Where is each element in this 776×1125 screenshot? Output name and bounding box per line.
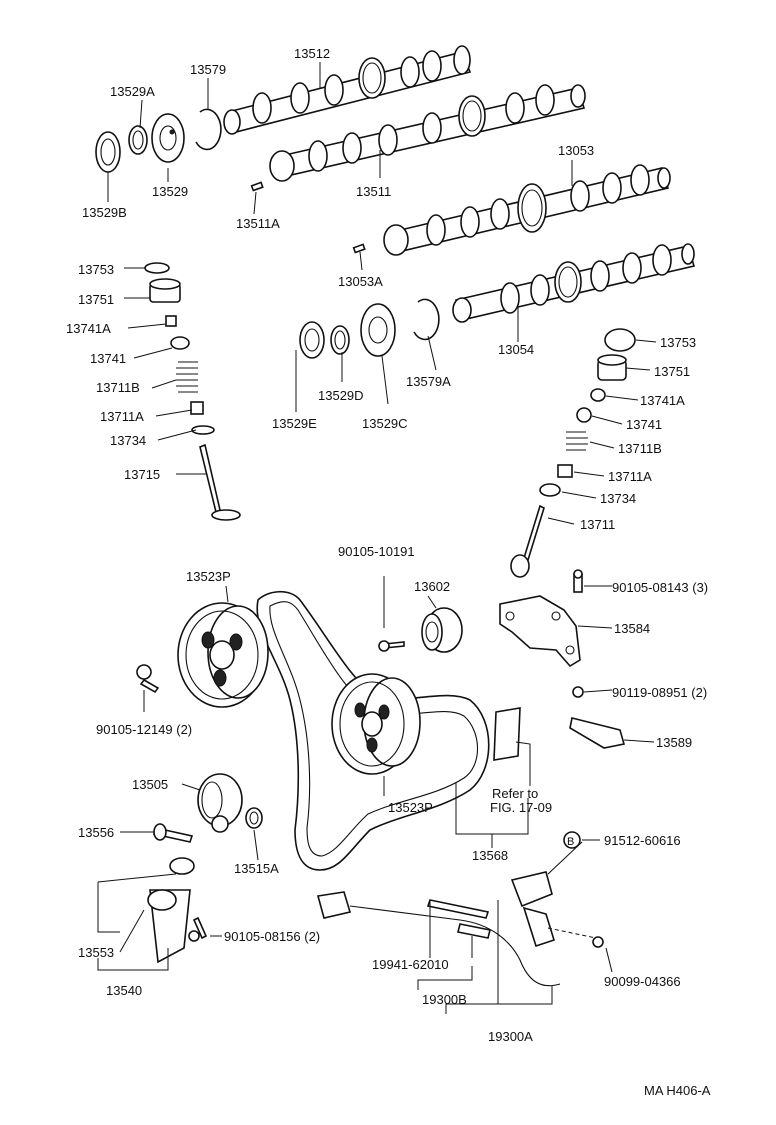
- label-91512-60616: 91512-60616: [604, 833, 681, 848]
- label-13053: 13053: [558, 143, 594, 158]
- label-90105-10191: 90105-10191: [338, 544, 415, 559]
- valve-assembly-left: [144, 262, 241, 521]
- label-13529: 13529: [152, 184, 188, 199]
- label-13741-right: 13741: [626, 417, 662, 432]
- gear-13529c: [360, 303, 396, 357]
- label-13711: 13711: [580, 517, 615, 532]
- label-13741-left: 13741: [90, 351, 126, 366]
- label-13579a: 13579A: [406, 374, 451, 389]
- label-13711b-left: 13711B: [96, 380, 140, 395]
- label-90105-12149: 90105-12149 (2): [96, 722, 192, 737]
- label-13523p-bottom: 13523P: [388, 800, 433, 815]
- camshaft-13511: [269, 84, 586, 182]
- camshaft-13512: [223, 45, 472, 135]
- label-13711b-right: 13711B: [618, 441, 662, 456]
- label-13511: 13511: [356, 184, 391, 199]
- snap-ring-13579a: [413, 298, 440, 341]
- label-13711a-right: 13711A: [608, 469, 652, 484]
- label-13715: 13715: [124, 467, 160, 482]
- label-13529d: 13529D: [318, 388, 364, 403]
- label-refer-line1: Refer to: [492, 786, 538, 801]
- label-refer-line2: FIG. 17-09: [490, 800, 552, 815]
- idler-13602: [421, 607, 463, 653]
- bracket-13584: [499, 569, 583, 668]
- label-13529b: 13529B: [82, 205, 127, 220]
- footer-code: MA H406-A: [644, 1083, 711, 1098]
- label-13515a: 13515A: [234, 861, 279, 876]
- label-13753-left: 13753: [78, 262, 114, 277]
- bolt-90105-08156: [188, 916, 208, 942]
- label-13602: 13602: [414, 579, 450, 594]
- bolt-90105-10191: [378, 576, 405, 652]
- camshaft-13053: [383, 164, 671, 256]
- label-13512: 13512: [294, 46, 330, 61]
- label-13741a-left: 13741A: [66, 321, 111, 336]
- label-13711a-left: 13711A: [100, 409, 144, 424]
- label-13741a-right: 13741A: [640, 393, 685, 408]
- label-13753-right: 13753: [660, 335, 696, 350]
- bolt-90105-12149: [136, 664, 160, 694]
- snap-ring-13529e: [299, 321, 325, 359]
- marker-b-circle: [563, 831, 581, 849]
- label-90105-08156: 90105-08156 (2): [224, 929, 320, 944]
- tensioner-13505: [197, 773, 243, 833]
- label-90105-08143: 90105-08143 (3): [612, 580, 708, 595]
- label-13529a: 13529A: [110, 84, 155, 99]
- part-labels: 13512 13579 13529A 13529 13529B 13511 13…: [66, 46, 711, 1098]
- gear-13529: [151, 113, 185, 163]
- plate-13589: [569, 717, 626, 749]
- label-13751-right: 13751: [654, 364, 690, 379]
- camshaft-pulley-13523p-top: [177, 602, 269, 708]
- ring-13529d: [330, 325, 350, 355]
- label-13053a: 13053A: [338, 274, 383, 289]
- camshaft-pulley-13523p-bottom: [331, 673, 421, 775]
- label-13529c: 13529C: [362, 416, 408, 431]
- label-13054: 13054: [498, 342, 534, 357]
- label-19941-62010: 19941-62010: [372, 957, 449, 972]
- label-13511a: 13511A: [236, 216, 280, 231]
- valve-assembly-right: [510, 328, 636, 578]
- label-13553: 13553: [78, 945, 114, 960]
- label-13579: 13579: [190, 62, 226, 77]
- label-90119-08951: 90119-08951 (2): [612, 685, 707, 700]
- label-13529e: 13529E: [272, 416, 317, 431]
- pin-13053a: [352, 243, 366, 254]
- ring-13529a: [128, 125, 148, 155]
- label-13556: 13556: [78, 825, 114, 840]
- label-13568: 13568: [472, 848, 508, 863]
- label-19300b: 19300B: [422, 992, 467, 1007]
- label-13734-left: 13734: [110, 433, 146, 448]
- leader-lines: [97, 62, 657, 1014]
- tensioner-13540: [147, 857, 195, 964]
- label-19300a: 19300A: [488, 1029, 533, 1044]
- bolt-13556: [152, 823, 194, 843]
- label-13505: 13505: [132, 777, 168, 792]
- pin-13511a: [250, 181, 264, 192]
- label-13523p-top: 13523P: [186, 569, 231, 584]
- washer-13515a: [245, 807, 263, 829]
- label-13589: 13589: [656, 735, 692, 750]
- snap-ring-13529b: [95, 131, 121, 173]
- label-90099-04366: 90099-04366: [604, 974, 681, 989]
- belt-guide-plate: [493, 707, 521, 761]
- snap-ring-13579: [195, 108, 222, 151]
- label-13540: 13540: [106, 983, 142, 998]
- wiring-harness-19300: [316, 871, 604, 987]
- label-13584: 13584: [614, 621, 650, 636]
- label-13734-right: 13734: [600, 491, 636, 506]
- bolt-90119-08951: [572, 686, 584, 698]
- label-marker-b: B: [567, 836, 574, 848]
- camshaft-13054: [452, 243, 696, 323]
- label-13751-left: 13751: [78, 292, 114, 307]
